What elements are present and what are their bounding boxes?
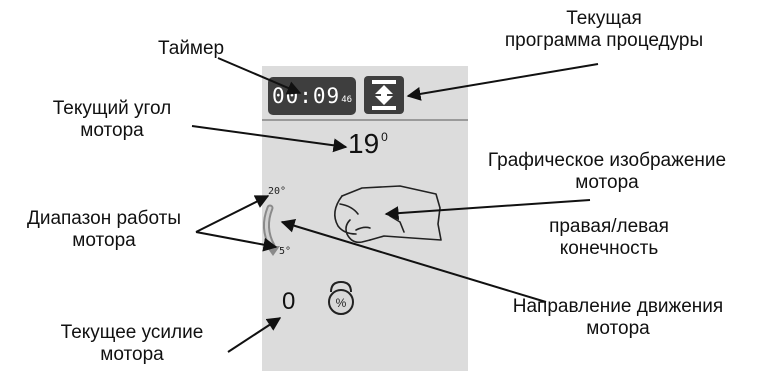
- label-graphic: Графическое изображение мотора: [454, 150, 760, 194]
- label-program: Текущая программа процедуры: [490, 8, 718, 52]
- label-program-line-1: Текущая: [566, 8, 642, 29]
- label-force: Текущее усилие мотора: [40, 322, 224, 366]
- motor-angle-value: 19: [348, 128, 380, 159]
- motor-angle-unit: 0: [381, 130, 388, 144]
- label-graphic-line-2: мотора: [575, 172, 639, 193]
- label-range: Диапазон работы мотора: [4, 208, 204, 252]
- label-direction: Направление движения мотора: [472, 296, 764, 340]
- label-timer: Таймер: [158, 38, 225, 59]
- label-graphic-line-1: Графическое изображение: [487, 150, 727, 171]
- range-top-label: 20°: [268, 186, 287, 197]
- label-angle: Текущий угол мотора: [32, 98, 192, 142]
- label-limb-line-2: конечность: [559, 238, 659, 259]
- label-range-line-1: Диапазон работы: [26, 208, 182, 229]
- program-button[interactable]: [364, 76, 404, 114]
- label-direction-line-1: Направление движения: [512, 296, 724, 317]
- label-angle-line-1: Текущий угол: [52, 98, 172, 119]
- label-limb: правая/левая конечность: [506, 216, 712, 260]
- label-program-line-2: программа процедуры: [504, 30, 704, 51]
- timer-main: 00:09: [271, 84, 341, 108]
- vertical-double-arrow-icon: [372, 80, 396, 110]
- label-direction-line-2: мотора: [586, 318, 650, 339]
- header-divider: [262, 119, 468, 121]
- label-limb-line-1: правая/левая: [549, 216, 669, 237]
- device-screen: [262, 66, 468, 371]
- label-force-line-1: Текущее усилие: [60, 322, 204, 343]
- motor-force-value: 0: [282, 288, 296, 315]
- kettlebell-percent-icon: %: [328, 280, 354, 315]
- timer-hundredths: 46: [341, 95, 353, 105]
- range-bottom-label: 5°: [279, 246, 292, 257]
- label-range-line-2: мотора: [72, 230, 136, 251]
- kettlebell-percent-symbol: %: [336, 296, 347, 310]
- label-force-line-2: мотора: [100, 344, 164, 365]
- direction-arrow-icon: [263, 204, 280, 256]
- callout-arrows: [191, 57, 599, 353]
- label-angle-line-2: мотора: [80, 120, 144, 141]
